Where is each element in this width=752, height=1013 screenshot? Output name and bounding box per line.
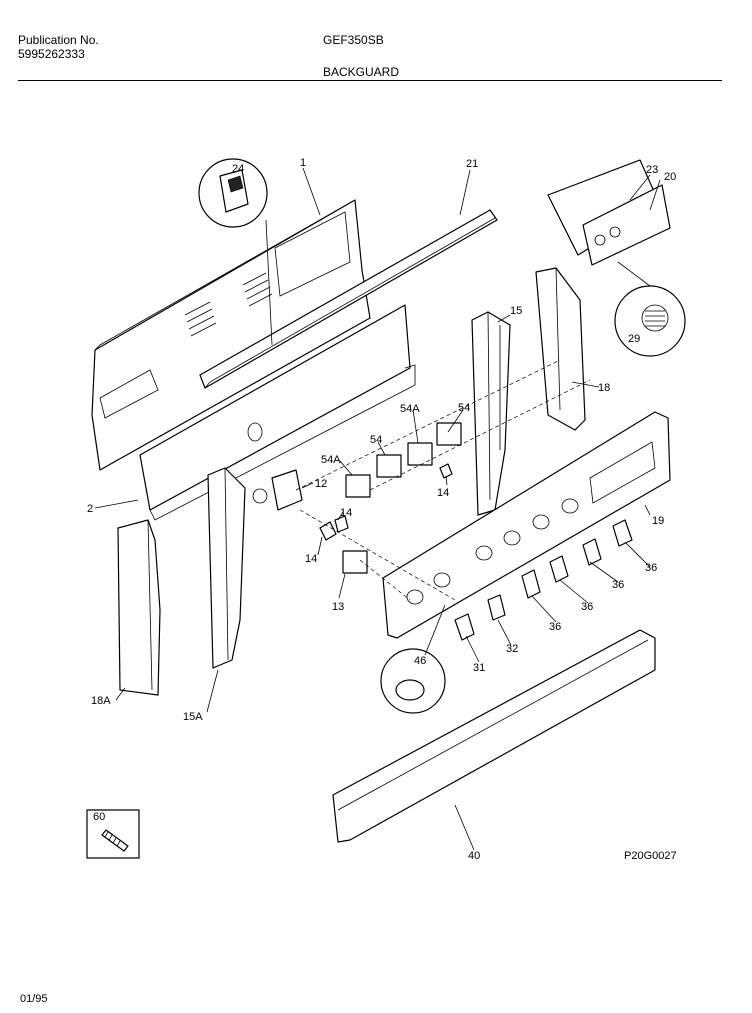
publication-label: Publication No. — [18, 33, 99, 47]
callout-31: 31 — [473, 662, 485, 674]
date-code: 01/95 — [20, 993, 48, 1005]
callout-29: 29 — [628, 333, 640, 345]
callout-60: 60 — [93, 811, 105, 823]
section-title: BACKGUARD — [323, 65, 400, 79]
callout-15A: 15A — [183, 711, 203, 723]
callout-46: 46 — [414, 655, 426, 667]
assembly-lines — [295, 359, 591, 601]
part-40-trim-strip — [332, 629, 656, 843]
part-18a-left-end-cap — [117, 519, 161, 696]
callout-18: 18 — [598, 382, 610, 394]
part-21-top-trim — [199, 209, 498, 389]
callout-40: 40 — [468, 850, 480, 862]
callout-14-c: 14 — [305, 553, 317, 565]
callout-54A-1: 54A — [400, 403, 420, 415]
callout-23: 23 — [646, 164, 658, 176]
part-60-screw-detail — [86, 809, 140, 859]
callout-21: 21 — [466, 158, 478, 170]
knob-group — [454, 519, 633, 641]
publication-number: 5995262333 — [18, 47, 85, 61]
switch-group — [319, 422, 462, 574]
part-24-switch-detail — [198, 158, 268, 228]
callout-20: 20 — [664, 171, 676, 183]
callout-24: 24 — [232, 163, 244, 175]
part-29-knob-detail — [614, 285, 686, 357]
callout-12: 12 — [315, 478, 327, 490]
callout-14-b: 14 — [340, 507, 352, 519]
part-1-rear-panel — [91, 199, 371, 471]
callout-14-a: 14 — [437, 487, 449, 499]
part-19-control-panel — [382, 411, 671, 639]
callout-18A: 18A — [91, 695, 111, 707]
header-rule — [18, 80, 722, 81]
callout-1: 1 — [300, 157, 306, 169]
drawing-number: P20G0027 — [624, 850, 677, 862]
part-20-23-clock-assembly — [547, 159, 671, 266]
callout-36-b: 36 — [612, 579, 624, 591]
callout-15: 15 — [510, 305, 522, 317]
callout-2: 2 — [87, 503, 93, 515]
part-18-right-end-cap — [535, 267, 586, 431]
part-15-right-rail — [471, 311, 511, 516]
part-15a-left-rail — [207, 467, 246, 669]
callout-54-1: 54 — [458, 402, 470, 414]
callout-13: 13 — [332, 601, 344, 613]
callout-36-d: 36 — [549, 621, 561, 633]
part-2-support-bracket — [139, 304, 416, 521]
callout-54-2: 54 — [370, 434, 382, 446]
leader-lines — [94, 167, 661, 851]
part-46-button-detail — [380, 648, 446, 714]
callout-19: 19 — [652, 515, 664, 527]
callout-36-a: 36 — [645, 562, 657, 574]
callout-54A-2: 54A — [321, 454, 341, 466]
model-number: GEF350SB — [323, 33, 384, 47]
callout-36-c: 36 — [581, 601, 593, 613]
callout-32: 32 — [506, 643, 518, 655]
part-12-timer — [252, 469, 303, 511]
